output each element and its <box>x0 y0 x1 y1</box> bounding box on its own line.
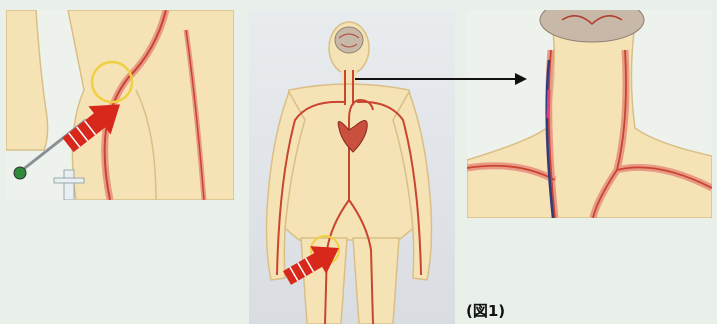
catheter-tip <box>548 90 549 118</box>
needle-hub <box>14 167 26 179</box>
pointer-arrow <box>355 72 527 86</box>
neck-illustration <box>467 10 712 218</box>
groin-illustration <box>6 10 234 200</box>
left-leg-shape <box>353 238 399 324</box>
sheath-tube <box>64 170 74 200</box>
panel-full-body <box>249 10 455 324</box>
sheath-valve <box>54 178 84 183</box>
panel-groin-puncture <box>6 10 234 200</box>
thigh-shape <box>68 10 234 200</box>
brain-icon <box>335 27 363 53</box>
arm-shape <box>6 10 48 150</box>
figure-caption: (図1) <box>466 300 505 321</box>
panel-neck-closeup <box>467 10 712 218</box>
body-illustration <box>249 10 455 324</box>
